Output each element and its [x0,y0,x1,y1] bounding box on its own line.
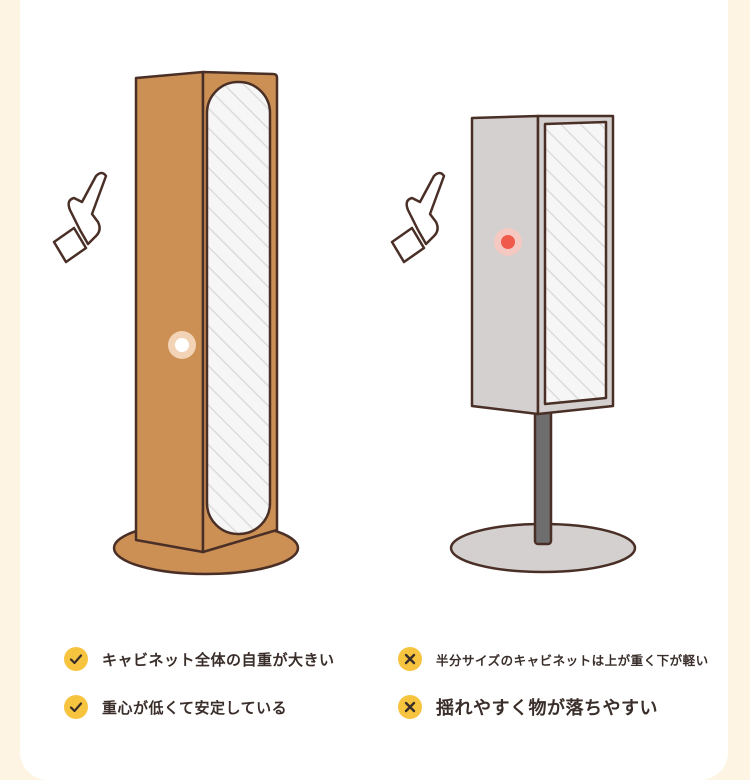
gravity-indicator-dot-red [501,235,515,249]
feature-text: 揺れやすく物が落ちやすい [436,698,658,719]
comparison-illustration [52,70,637,576]
pointing-hand-icon [52,171,108,264]
mirror [205,80,272,536]
feature-low-center: 重心が低くて安定している [64,692,287,722]
check-icon [64,695,88,719]
cross-icon [398,695,422,719]
feature-heavy-cabinet: キャビネット全体の自重が大きい [64,644,335,674]
half-size-cabinet [449,114,637,574]
feature-text: キャビネット全体の自重が大きい [102,650,335,669]
feature-text: 半分サイズのキャビネットは上が重く下が軽い [436,652,709,668]
cabinet-side-panel [134,70,205,554]
feature-unstable: 揺れやすく物が落ちやすい [398,692,658,722]
full-size-cabinet [112,70,300,576]
half-cabinet-side-panel [470,114,540,416]
feature-top-heavy: 半分サイズのキャビネットは上が重く下が軽い [398,644,709,674]
feature-text: 重心が低くて安定している [102,698,288,717]
check-icon [64,647,88,671]
half-mirror [543,120,608,406]
pointing-hand-icon [390,171,446,264]
stand-pole [533,408,553,546]
gravity-indicator-dot [175,338,189,352]
cross-icon [398,647,422,671]
